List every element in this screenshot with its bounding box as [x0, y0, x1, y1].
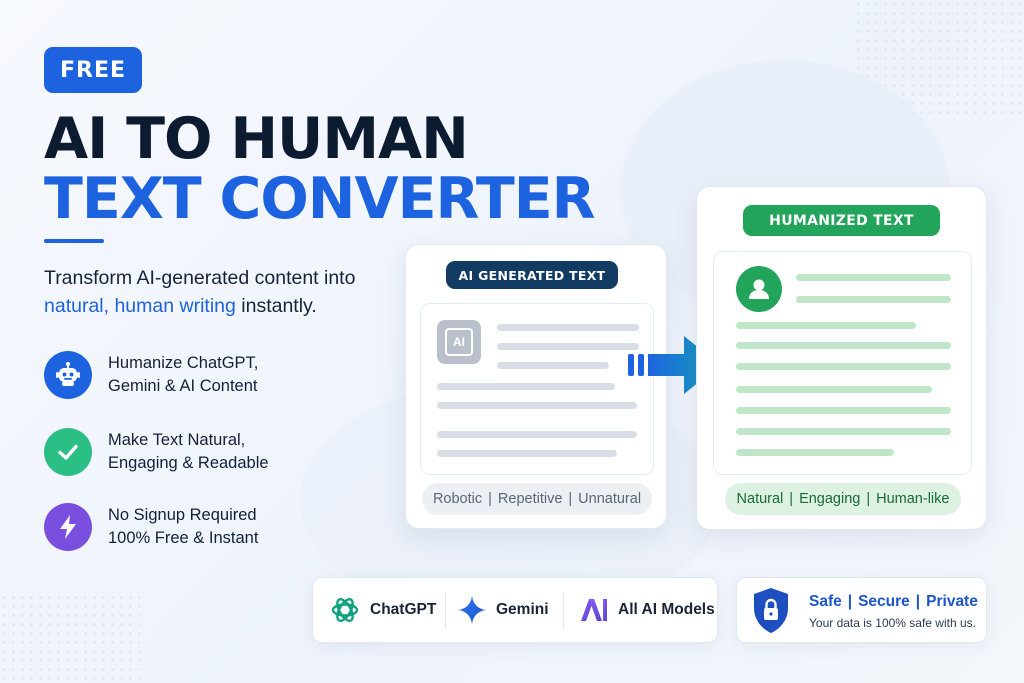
humanized-header: HUMANIZED TEXT	[743, 205, 940, 236]
security-secure: Secure	[858, 593, 910, 610]
model-chatgpt: ChatGPT	[329, 578, 436, 642]
text-line	[437, 383, 615, 390]
trait-unnatural: Unnatural	[578, 491, 642, 507]
feature-line-2: 100% Free & Instant	[108, 529, 259, 547]
feature-line-2: Engaging & Readable	[108, 454, 269, 472]
security-separator: |	[915, 593, 921, 610]
text-line	[497, 324, 639, 331]
dot-pattern-bottom-left	[0, 593, 140, 683]
text-line	[796, 296, 951, 303]
model-label: ChatGPT	[370, 601, 437, 618]
text-line	[736, 386, 932, 393]
humanized-card: HUMANIZED TEXT Natural | Engaging | Human-li…	[696, 186, 987, 530]
trait-engaging: Engaging	[799, 491, 861, 507]
check-icon	[44, 428, 92, 476]
text-line	[736, 322, 916, 329]
tagline: Transform AI-generated content into natu…	[44, 264, 404, 320]
feature-line-1: Humanize ChatGPT,	[108, 354, 259, 372]
trait-robotic: Robotic	[432, 491, 483, 507]
tagline-highlight: natural, human writing	[44, 295, 236, 317]
text-line	[497, 343, 639, 350]
humanized-text-panel	[713, 251, 972, 475]
feature-text: Make Text Natural, Engaging & Readable	[108, 429, 269, 475]
shield-lock-icon	[754, 588, 788, 633]
trait-separator: |	[866, 491, 871, 507]
text-line	[437, 402, 637, 409]
text-line	[736, 449, 894, 456]
feature-line-1: No Signup Required	[108, 506, 257, 524]
ai-traits: Robotic | Repetitive | Unnatural	[422, 483, 652, 515]
page-title-line-2: TEXT CONVERTER	[44, 166, 596, 232]
tagline-text-before: Transform AI-generated content into	[44, 267, 356, 289]
feature-line-2: Gemini & AI Content	[108, 377, 258, 395]
title-underline	[44, 239, 104, 243]
trait-repetitive: Repetitive	[497, 491, 563, 507]
text-line	[736, 407, 951, 414]
text-line	[437, 450, 617, 457]
feature-line-1: Make Text Natural,	[108, 431, 246, 449]
model-label: Gemini	[496, 601, 549, 618]
security-strip: Safe | Secure | Private Your data is 100% sa…	[736, 577, 987, 643]
trait-separator: |	[488, 491, 492, 507]
ai-models-icon	[581, 599, 607, 621]
security-safe: Safe	[809, 593, 842, 610]
text-line	[497, 362, 609, 369]
trait-human-like: Human-like	[876, 491, 950, 507]
gemini-icon	[458, 596, 486, 624]
feature-text: No Signup Required 100% Free & Instant	[108, 504, 258, 550]
ai-text-panel: AI	[420, 303, 654, 475]
divider	[445, 592, 446, 630]
text-line	[736, 428, 951, 435]
supported-models-strip: ChatGPT Gemini All	[312, 577, 718, 643]
lightning-icon	[44, 503, 92, 551]
chatgpt-icon	[331, 598, 359, 622]
trait-natural: Natural	[736, 491, 784, 507]
page-title-line-1: AI TO HUMAN	[44, 106, 469, 172]
ai-generated-card: AI GENERATED TEXT AI Robotic | Repetitive |…	[405, 244, 667, 529]
trait-separator: |	[789, 491, 794, 507]
security-note: Your data is 100% safe with us.	[809, 616, 976, 630]
ai-chip-icon: AI	[437, 320, 481, 364]
security-private: Private	[926, 593, 978, 610]
feature-text: Humanize ChatGPT, Gemini & AI Content	[108, 352, 258, 398]
trait-separator: |	[568, 491, 573, 507]
feature-natural: Make Text Natural, Engaging & Readable	[44, 428, 269, 476]
free-badge: FREE	[44, 47, 142, 93]
model-all-ai: All AI Models	[579, 578, 715, 642]
ai-chip-label: AI	[453, 335, 465, 349]
feature-free: No Signup Required 100% Free & Instant	[44, 503, 258, 551]
humanized-traits: Natural | Engaging | Human-like	[725, 483, 961, 515]
divider	[563, 592, 564, 630]
text-line	[437, 431, 637, 438]
tagline-text-after: instantly.	[235, 295, 317, 317]
text-line	[796, 274, 951, 281]
model-label: All AI Models	[618, 601, 715, 618]
ai-generated-header: AI GENERATED TEXT	[446, 261, 618, 289]
security-separator: |	[847, 593, 853, 610]
text-line	[736, 342, 951, 349]
model-gemini: Gemini	[457, 578, 549, 642]
text-line	[736, 363, 951, 370]
user-avatar-icon	[736, 266, 782, 312]
feature-humanize: Humanize ChatGPT, Gemini & AI Content	[44, 351, 258, 399]
robot-icon	[44, 351, 92, 399]
security-title: Safe | Secure | Private	[809, 593, 978, 611]
